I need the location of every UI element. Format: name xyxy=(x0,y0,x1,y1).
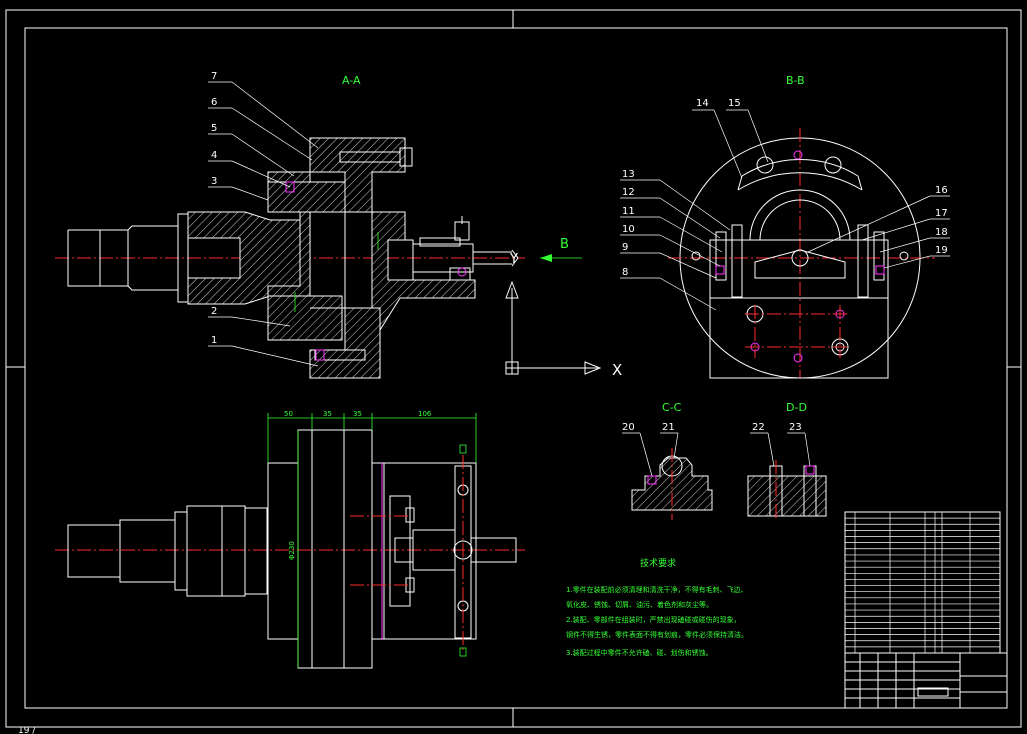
ucs-axis xyxy=(505,280,602,375)
part-number: 9 xyxy=(622,242,628,253)
part-number: 20 xyxy=(622,422,635,433)
section-dd-title: D-D xyxy=(786,401,807,414)
part-number: 14 xyxy=(696,98,709,109)
tech-req-line: 钢件不得生锈，零件表面不得有划痕，零件必须保持清洁。 xyxy=(566,630,748,639)
tech-req-title: 技术要求 xyxy=(640,557,676,569)
axis-y-label: Y xyxy=(509,252,518,267)
tech-req-line: 2.装配、零部件在组装时，严禁出现磕碰或碰伤的现象， xyxy=(566,615,741,624)
section-aa-title: A-A xyxy=(342,74,361,87)
section-bb-title: B-B xyxy=(786,74,805,87)
tech-req-line: 3.装配过程中零件不允许磕、碰、划伤和锈蚀。 xyxy=(566,648,713,657)
part-number: 12 xyxy=(622,187,635,198)
part-number: 18 xyxy=(935,227,948,238)
part-number: 4 xyxy=(211,150,217,161)
section-aa-view xyxy=(55,137,525,379)
part-number: 10 xyxy=(622,224,635,235)
part-number: 19 xyxy=(935,245,948,256)
view-arrow-label: B xyxy=(560,237,569,252)
leaders-aa xyxy=(208,81,319,367)
part-number: 17 xyxy=(935,208,948,219)
bottom-left-text: 19 / xyxy=(18,726,36,734)
leaders-bb xyxy=(620,109,950,311)
part-number: 13 xyxy=(622,169,635,180)
view-b-arrow xyxy=(540,254,582,262)
section-cc-view xyxy=(622,432,713,520)
dimension-text: 50 xyxy=(284,410,293,418)
section-bb-view xyxy=(668,128,935,379)
tech-req-line: 氧化皮、锈蚀、切屑、油污、着色剂和灰尘等。 xyxy=(566,600,713,609)
part-number: 16 xyxy=(935,185,948,196)
dimension-text: 35 xyxy=(323,410,332,418)
section-cc-title: C-C xyxy=(662,401,682,414)
part-number: 15 xyxy=(728,98,741,109)
dimension-text: Φ230 xyxy=(288,541,296,560)
part-number: 1 xyxy=(211,335,217,346)
tech-req-line: 1.零件在装配前必须清理和清洗干净，不得有毛刺、飞边、 xyxy=(566,585,748,594)
plan-view xyxy=(55,413,525,669)
axis-x-label: X xyxy=(612,361,622,379)
part-number: 7 xyxy=(211,71,217,82)
part-number: 11 xyxy=(622,206,635,217)
part-number: 3 xyxy=(211,176,217,187)
part-number: 23 xyxy=(789,422,802,433)
dimension-text: 35 xyxy=(353,410,362,418)
drawing-frame xyxy=(5,9,1022,728)
part-number: 8 xyxy=(622,267,628,278)
dimension-text: 106 xyxy=(418,410,432,418)
part-number: 6 xyxy=(211,97,217,108)
title-block xyxy=(844,652,1008,709)
table-border xyxy=(844,511,1001,654)
labels: A-A B-B C-C D-D B X Y 7 6 5 4 3 2 1 14 1… xyxy=(18,71,948,734)
section-dd-view xyxy=(747,432,827,520)
part-number: 21 xyxy=(662,422,675,433)
part-number: 2 xyxy=(211,306,217,317)
parts-list-table xyxy=(844,511,1001,654)
part-number: 5 xyxy=(211,123,217,134)
part-number: 22 xyxy=(752,422,765,433)
